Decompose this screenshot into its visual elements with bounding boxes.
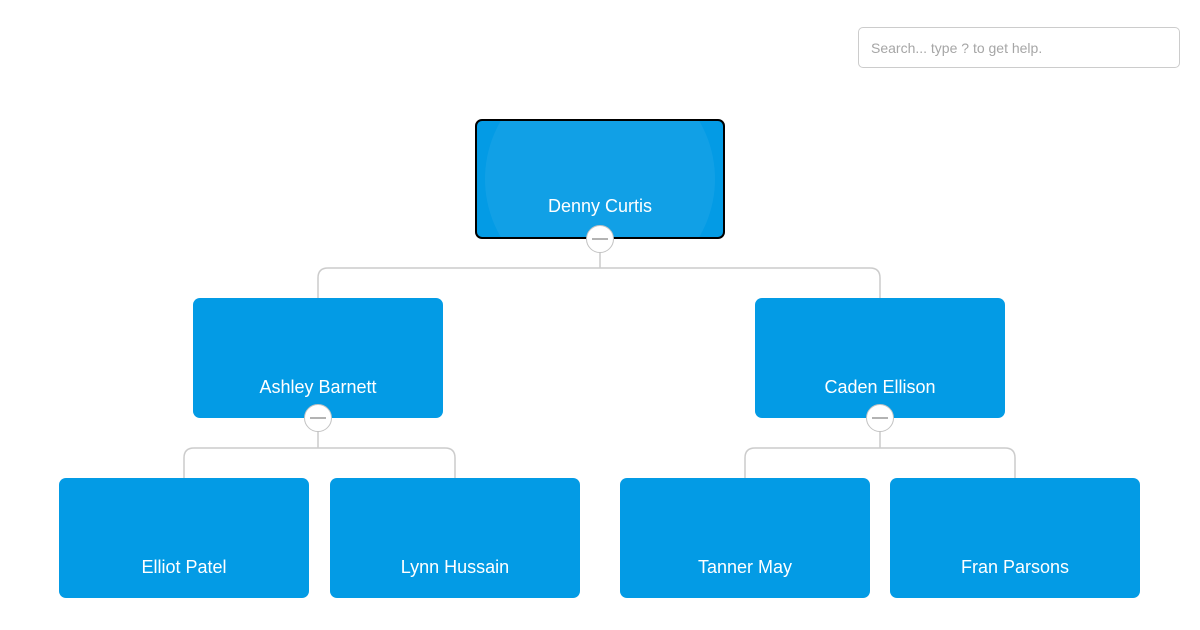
connector-ashley-barnett: [183, 431, 456, 478]
org-node-ashley-barnett[interactable]: Ashley Barnett: [193, 298, 443, 418]
org-node-caden-ellison[interactable]: Caden Ellison: [755, 298, 1005, 418]
node-name-label: Tanner May: [697, 557, 793, 577]
connector-caden-ellison: [744, 431, 1016, 478]
node-name-label: Lynn Hussain: [400, 557, 510, 577]
node-name-label: Ashley Barnett: [259, 377, 377, 397]
collapse-button-ashley-barnett[interactable]: [304, 404, 332, 432]
minus-icon: [872, 417, 888, 419]
node-name-label: Elliot Patel: [141, 557, 227, 577]
minus-icon: [592, 238, 608, 240]
connector-denny-curtis: [317, 252, 881, 298]
search-input[interactable]: [858, 27, 1180, 68]
org-node-elliot-patel[interactable]: Elliot Patel: [59, 478, 309, 598]
org-node-lynn-hussain[interactable]: Lynn Hussain: [330, 478, 580, 598]
org-node-denny-curtis[interactable]: Denny Curtis: [475, 119, 725, 239]
node-name-label: Fran Parsons: [960, 557, 1070, 577]
org-node-tanner-may[interactable]: Tanner May: [620, 478, 870, 598]
node-name-label: Caden Ellison: [824, 377, 936, 397]
collapse-button-caden-ellison[interactable]: [866, 404, 894, 432]
org-node-fran-parsons[interactable]: Fran Parsons: [890, 478, 1140, 598]
node-name-label: Denny Curtis: [547, 196, 653, 216]
minus-icon: [310, 417, 326, 419]
collapse-button-denny-curtis[interactable]: [586, 225, 614, 253]
